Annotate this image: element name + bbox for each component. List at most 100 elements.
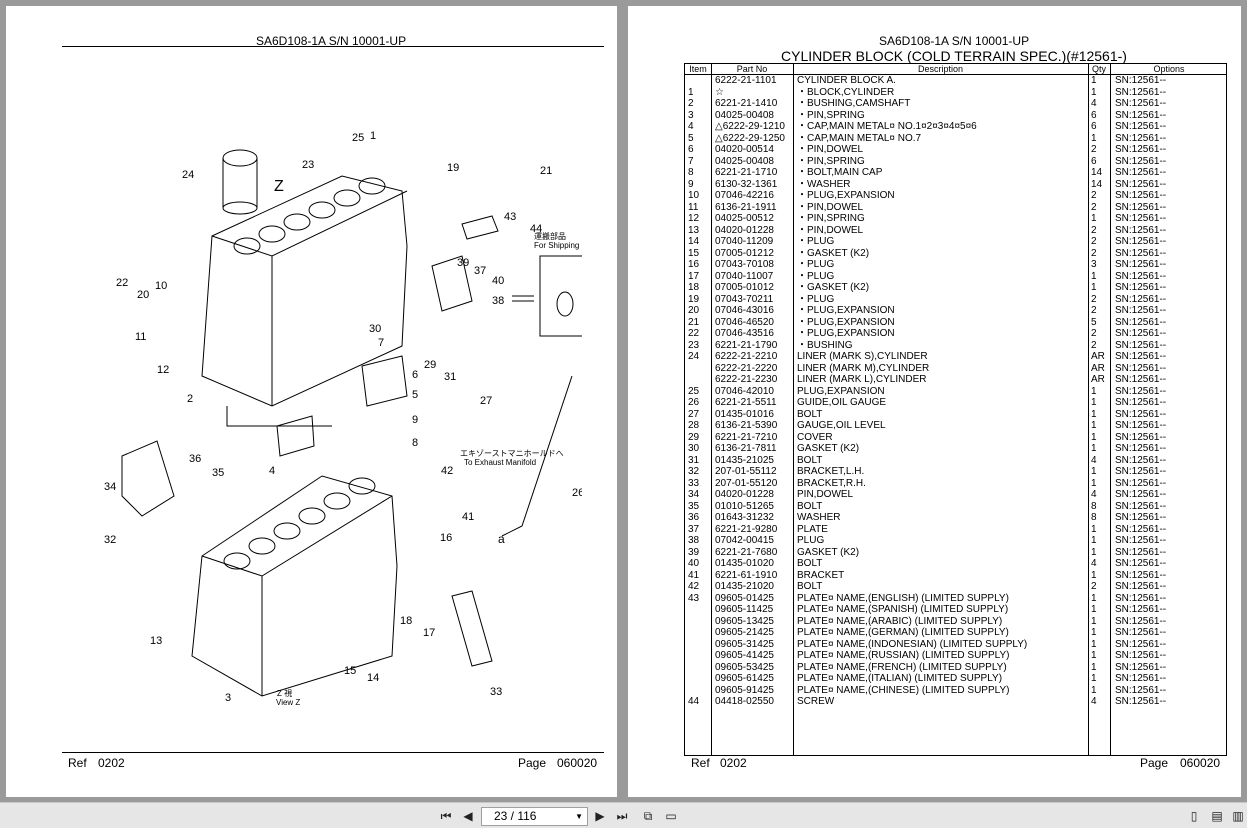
cell-item: 25 (688, 385, 700, 397)
single-page-view-icon[interactable]: ▯ (1190, 809, 1198, 823)
fit-page-icon[interactable]: ⧉ (643, 808, 653, 823)
cell-options: SN:12561-- (1115, 627, 1167, 638)
cell-qty: 4 (1091, 454, 1097, 466)
cell-item: 16 (688, 259, 700, 270)
cell-description: BOLT (797, 581, 823, 592)
cell-description: ・PIN,SPRING (797, 155, 865, 167)
cell-qty: 8 (1091, 512, 1097, 523)
callout-44: 44 (530, 223, 542, 235)
shipping-jp-label: 運搬部品 (534, 231, 566, 241)
cell-part-no: 07046-43016 (715, 305, 774, 316)
cell-options: SN:12561-- (1115, 362, 1167, 374)
next-page-icon[interactable]: ▶ (595, 809, 605, 823)
cell-description: ・PLUG (797, 270, 835, 282)
cell-part-no: 6221-21-1790 (715, 339, 778, 351)
last-page-icon[interactable]: ⏭ (616, 808, 628, 823)
page-number-field[interactable]: 23 / 116 ▼ (481, 807, 588, 826)
cell-description: GUIDE,OIL GAUGE (797, 397, 887, 408)
callout-25: 25 (352, 132, 364, 144)
callout-20: 20 (137, 289, 149, 301)
cell-qty: 1 (1091, 420, 1097, 431)
continuous-view-icon[interactable]: ▤ (1211, 809, 1223, 823)
cell-qty: 1 (1091, 213, 1097, 224)
cell-item: 22 (688, 328, 700, 339)
left-header-rule (62, 46, 604, 47)
cell-qty: 1 (1091, 397, 1097, 408)
cell-part-no: 09605-21425 (715, 627, 774, 638)
cell-options: SN:12561-- (1115, 638, 1167, 650)
right-footer-page-value: 060020 (1180, 756, 1221, 770)
cell-options: SN:12561-- (1115, 523, 1167, 535)
cell-description: ・PIN,SPRING (797, 109, 865, 121)
left-footer-ref-value: 0202 (98, 756, 125, 770)
callout-1: 1 (370, 130, 376, 142)
cell-description: ・PLUG (797, 259, 835, 270)
callout-3: 3 (225, 692, 231, 704)
cell-item: 32 (688, 466, 700, 477)
cell-qty: 5 (1091, 316, 1097, 328)
cell-options: SN:12561-- (1115, 305, 1167, 316)
cell-qty: 1 (1091, 627, 1097, 638)
cell-part-no: 09605-41425 (715, 650, 774, 661)
cell-description: ・BOLT,MAIN CAP (797, 167, 883, 178)
callout-23: 23 (302, 159, 314, 171)
cell-options: SN:12561-- (1115, 109, 1167, 121)
cell-part-no: 6136-21-5390 (715, 420, 778, 431)
cell-part-no: 01010-51265 (715, 500, 774, 512)
callout-38: 38 (492, 295, 504, 307)
cell-description: PLUG,EXPANSION (797, 385, 885, 397)
cell-item: 12 (688, 213, 700, 224)
two-page-view-icon[interactable]: ▥ (1232, 809, 1244, 823)
callout-9: 9 (412, 414, 418, 426)
cell-options: SN:12561-- (1115, 592, 1167, 604)
cell-options: SN:12561-- (1115, 132, 1167, 144)
cell-qty: 1 (1091, 615, 1097, 627)
cell-item: 9 (688, 178, 694, 190)
callout-42: 42 (441, 465, 453, 477)
to-exhaust-manifold-label: To Exhaust Manifold (464, 458, 536, 467)
cell-part-no: 01435-01016 (715, 408, 774, 420)
cell-qty: 4 (1091, 98, 1097, 109)
cell-qty: 1 (1091, 569, 1097, 581)
fit-width-icon[interactable]: ▭ (665, 809, 677, 823)
cell-description: SCREW (797, 696, 835, 707)
cell-qty: 1 (1091, 385, 1097, 397)
chevron-down-icon[interactable]: ▼ (575, 812, 583, 821)
cell-item: 33 (688, 477, 700, 489)
cell-qty: 14 (1091, 178, 1103, 190)
cell-part-no: 07040-11007 (715, 270, 774, 282)
cell-description: PLATE¤ NAME,(CHINESE) (LIMITED SUPPLY) (797, 684, 1010, 696)
callout-14: 14 (367, 672, 379, 684)
cell-options: SN:12561-- (1115, 500, 1167, 512)
callout-11: 11 (135, 331, 146, 343)
left-page: SA6D108-1A S/N 10001-UP (6, 6, 617, 797)
cell-item: 17 (688, 270, 700, 282)
left-footer-rule (62, 752, 604, 753)
cell-description: BRACKET (797, 569, 845, 581)
callout-12: 12 (157, 364, 169, 376)
cell-options: SN:12561-- (1115, 270, 1167, 282)
cell-options: SN:12561-- (1115, 512, 1167, 523)
prev-page-icon[interactable]: ◀ (463, 809, 473, 823)
view-z-label: View Z (276, 698, 300, 707)
cell-part-no: 07040-11209 (715, 236, 774, 247)
cell-options: SN:12561-- (1115, 397, 1167, 408)
cell-qty: 1 (1091, 638, 1097, 650)
first-page-icon[interactable]: ⏮ (440, 808, 452, 823)
callout-8: 8 (412, 437, 418, 449)
cell-description: ・GASKET (K2) (797, 282, 870, 293)
cell-options: SN:12561-- (1115, 650, 1167, 661)
